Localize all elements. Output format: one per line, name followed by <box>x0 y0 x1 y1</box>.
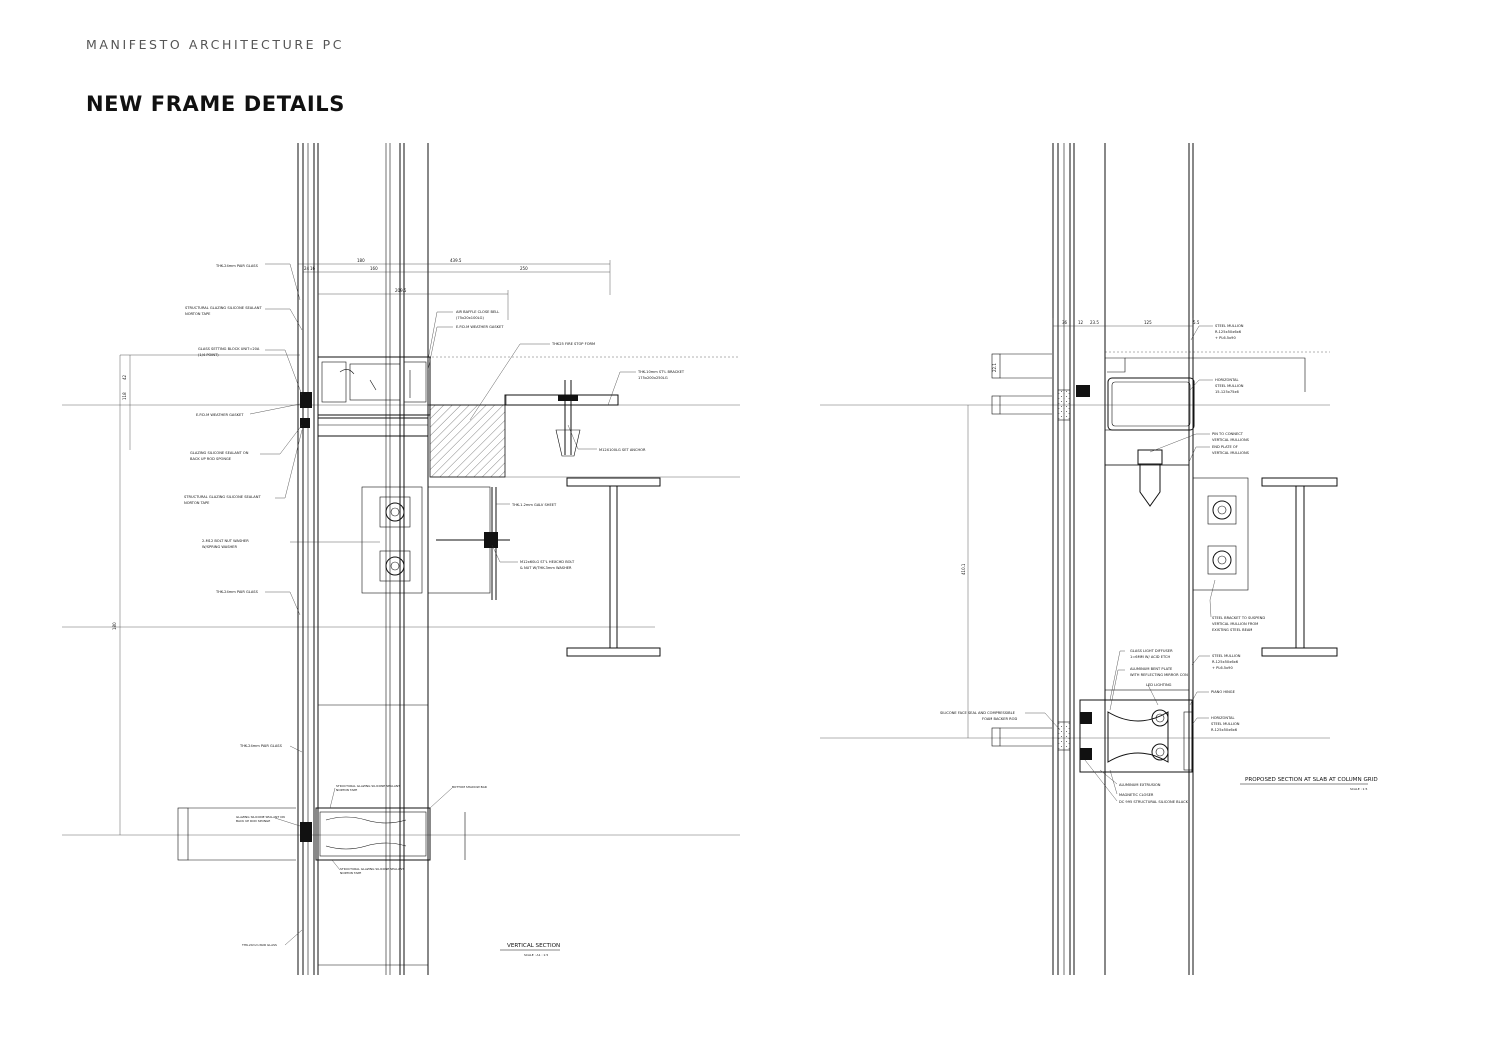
note-label: BACK UP ROD SPONGE <box>236 819 270 823</box>
note-label: HORIZONTAL <box>1211 716 1234 720</box>
note-label: ALUMINUM EXTRUSION <box>1119 783 1161 787</box>
page-title: NEW FRAME DETAILS <box>86 92 345 116</box>
note-label: + PL6.5x90 <box>1215 336 1236 340</box>
note-label: W/SPRING WASHER <box>202 545 237 549</box>
note-label: STRUCTURAL GLAZING SILICONE SEALANT <box>336 784 400 788</box>
dim-label: 12 <box>1078 320 1084 325</box>
note-label: BACK UP ROD SPONGE <box>190 457 232 461</box>
note-label: END PLATE OF <box>1212 445 1238 449</box>
vertical-section-drawing: 24 16 180 160 439.5 250 209.5 42 118 180 <box>62 143 740 975</box>
note-label: PIANO HINGE <box>1211 690 1236 694</box>
note-label: THK-24mm PAIR GLASS <box>215 264 259 268</box>
note-label: ALUMINUM BENT PLATE <box>1130 667 1173 671</box>
note-label: LED LIGHTING <box>1146 683 1172 687</box>
note-label: + PL6.5x90 <box>1212 666 1233 670</box>
note-label: (1/4 POINT) <box>198 353 219 357</box>
note-label: M12X100LG SET ANCHOR <box>599 448 646 452</box>
bolt-icon <box>379 496 411 528</box>
note-label: NORTON TAPE <box>184 501 210 505</box>
note-label: MAGNETIC CLOSER <box>1119 793 1154 797</box>
note-label: GLASS SETTING BLOCK UNIT=20A <box>198 347 260 351</box>
note-label: EXISTING STEEL BEAM <box>1212 628 1252 632</box>
note-label: GLAZING SILICONE SEALANT ON <box>236 815 285 819</box>
led-light-icon <box>1151 709 1169 727</box>
note-label: HORIZONTAL <box>1215 378 1238 382</box>
dim-label: 36 <box>1062 320 1068 325</box>
note-label: THK-24mm PAIR GLASS <box>239 744 283 748</box>
note-label: VERTICAL MULLION FROM <box>1212 622 1258 626</box>
dim-label: 209.5 <box>395 288 407 293</box>
dim-label: 160 <box>370 266 378 271</box>
scale-label: SCALE : 1:5 <box>1350 787 1367 791</box>
dim-label: 16 <box>310 266 316 271</box>
bolt-icon <box>1207 495 1237 525</box>
note-label: 1=6MM W/ ACID ETCH <box>1130 655 1170 659</box>
pin-icon <box>1137 449 1163 507</box>
firm-name: MANIFESTO ARCHITECTURE PC <box>86 37 345 52</box>
dim-label: 250 <box>520 266 528 271</box>
note-label: STEEL MULLION <box>1212 654 1241 658</box>
note-label: GLAZING SILICONE SEALANT ON <box>190 451 249 455</box>
steel-beam-icon <box>566 477 661 657</box>
note-label: STEEL MULLION <box>1215 384 1244 388</box>
dim-label: 118 <box>122 392 127 400</box>
dim-label: 42 <box>122 374 127 380</box>
drawing-caption: VERTICAL SECTION <box>507 943 560 949</box>
note-label: R-125x50x6x6 <box>1212 660 1239 664</box>
note-label: NORTON TAPE <box>340 871 361 875</box>
dim-label: 410.1 <box>961 563 966 575</box>
note-label: STEEL MULLION <box>1211 722 1240 726</box>
bolt-icon <box>379 550 411 582</box>
note-label: NORTON TAPE <box>185 312 211 316</box>
note-label: FOAM BACKER ROD <box>982 717 1017 721</box>
note-label: VERTICAL MULLIONS <box>1212 438 1250 442</box>
note-label: NORTON TAPE <box>336 788 357 792</box>
note-label: STRUCTURAL GLAZING SILICONE SEALANT <box>340 867 404 871</box>
note-label: STRUCTURAL GLAZING SILICONE SEALANT <box>185 306 262 310</box>
note-label: 175x200x250LG <box>638 376 668 380</box>
dim-label: 439.5 <box>450 258 462 263</box>
note-label: THK25 FIRE STOP FORM <box>551 342 595 346</box>
note-label: THK-24mm PAIR GLASS <box>215 590 259 594</box>
note-label: E.P.D.M WEATHER GASKET <box>196 413 244 417</box>
scale-label: SCALE : A1 : 1:5 <box>524 953 548 957</box>
note-label: PIN TO CONNECT <box>1212 432 1244 436</box>
note-label: R-125x50x6x6 <box>1215 330 1242 334</box>
dim-label: 22.1 <box>992 363 997 372</box>
note-label: 15-125x75x6 <box>1215 390 1240 394</box>
dim-label: 5.5 <box>1193 320 1200 325</box>
note-label: 2-M12 BOLT NUT WASHER <box>202 539 249 543</box>
note-label: BOTTOM SHADOW BAR <box>452 785 487 789</box>
steel-beam-icon <box>1261 477 1338 657</box>
dim-label: 24 <box>304 266 310 271</box>
note-label: STEEL MULLION <box>1215 324 1244 328</box>
note-label: VERTICAL MULLIONS <box>1212 451 1250 455</box>
note-label: THK-1.2mm GALV SHEET <box>511 503 557 507</box>
proposed-section-drawing: 410.1 22.1 36 12 23.5 125 5.5 STEEL MULL… <box>820 143 1378 975</box>
note-label: STRUCTURAL GLAZING SILICONE SEALANT <box>184 495 261 499</box>
drawing-caption: PROPOSED SECTION AT SLAB AT COLUMN GRID <box>1245 777 1378 783</box>
note-label: THK-24mm PAIR GLASS <box>241 943 277 947</box>
note-label: WITH REFLECTING MIRROR CON <box>1130 673 1188 677</box>
note-label: AIR BAFFLE CLOSE BELL <box>456 310 499 314</box>
dim-label: 125 <box>1144 320 1152 325</box>
note-label: STEEL BRACKET TO SUSPEND <box>1212 616 1265 620</box>
note-label: R-125x50x6x6 <box>1211 728 1238 732</box>
note-label: GLASS LIGHT DIFFUSER <box>1130 649 1173 653</box>
note-label: SILICONE FACE SEAL AND COMPRESSIBLE <box>940 711 1016 715</box>
dim-label: 23.5 <box>1090 320 1099 325</box>
led-light-icon <box>1151 743 1169 761</box>
note-label: DC 995 STRUCTURAL SILICONE BLACK <box>1119 800 1189 804</box>
note-label: E.P.D.M WEATHER GASKET <box>456 325 504 329</box>
note-label: THK-10mm ST'L BRACKET <box>637 370 685 374</box>
dim-label: 180 <box>112 622 117 630</box>
dim-label: 180 <box>357 258 365 263</box>
note-label: M12x60LG ST'L HEXCHD BOLT <box>520 560 575 564</box>
note-label: (75x20x100LG) <box>456 316 484 320</box>
bolt-icon <box>1207 545 1237 575</box>
note-label: & NUT W/THK-3mm WASHER <box>520 566 572 570</box>
